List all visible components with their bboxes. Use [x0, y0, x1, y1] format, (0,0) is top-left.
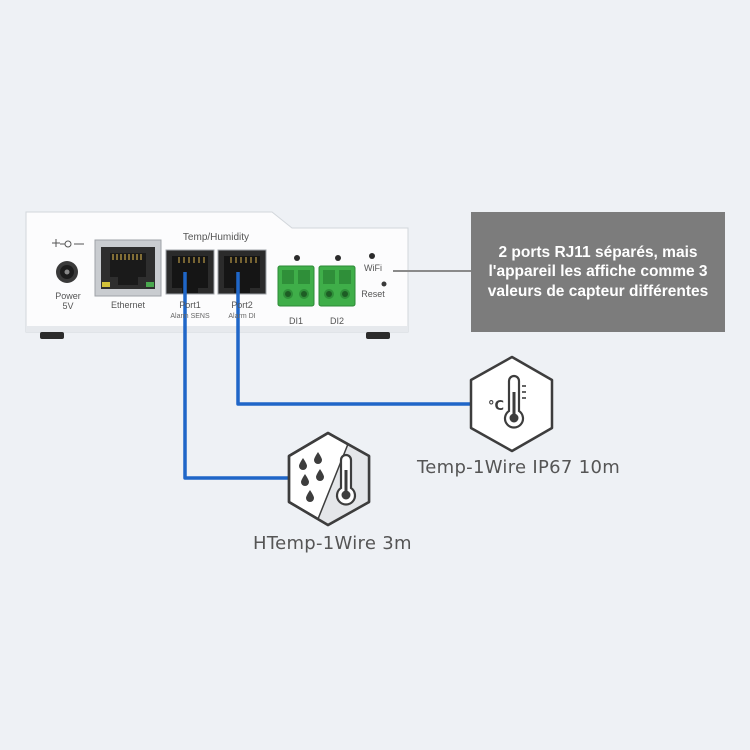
- rj11-port-2: [217, 249, 267, 295]
- cable-port1-to-htemp: [183, 272, 292, 480]
- wifi-led: [369, 253, 375, 259]
- device-foot-left: [40, 332, 64, 339]
- svg-text:°C: °C: [488, 399, 504, 414]
- callout-text: 2 ports RJ11 séparés, mais l'appareil le…: [487, 243, 709, 300]
- temp-humidity-group-label: Temp/Humidity: [182, 232, 250, 243]
- reset-label: Reset: [361, 289, 385, 299]
- terminal-block-di1: [277, 265, 315, 307]
- power-polarity-icon: [52, 239, 84, 248]
- ethernet-label: Ethernet: [110, 300, 146, 310]
- htemp-sensor-name: HTemp-1Wire 3m: [253, 533, 412, 554]
- wifi-label: WiFi: [364, 263, 382, 273]
- di2-led: [335, 255, 341, 261]
- humidity-thermometer-icon: [287, 431, 371, 527]
- rj11-port-1: [165, 249, 215, 295]
- di2-label: DI2: [329, 316, 344, 326]
- port2-label: Port2: [231, 300, 253, 310]
- callout-box: 2 ports RJ11 séparés, mais l'appareil le…: [471, 212, 725, 332]
- di1-label: DI1: [288, 316, 303, 326]
- terminal-block-di2: [318, 265, 356, 307]
- di1-led: [294, 255, 300, 261]
- temp-sensor-name: Temp-1Wire IP67 10m: [417, 457, 621, 478]
- cable-port2-to-temp: [236, 272, 471, 406]
- power-voltage-label: 5V: [62, 301, 74, 311]
- reset-button-hole: [381, 281, 387, 287]
- power-jack: [56, 261, 78, 283]
- thermometer-celsius-icon: °C: [469, 355, 554, 453]
- port2-sub-label: Alarm DI: [228, 313, 256, 320]
- port1-label: Port1: [179, 300, 201, 310]
- device-foot-right: [366, 332, 390, 339]
- power-label: Power: [55, 291, 81, 301]
- ethernet-port: [94, 239, 162, 297]
- port1-sub-label: Alarm SENS: [170, 313, 210, 320]
- device-base-strip: [26, 326, 408, 332]
